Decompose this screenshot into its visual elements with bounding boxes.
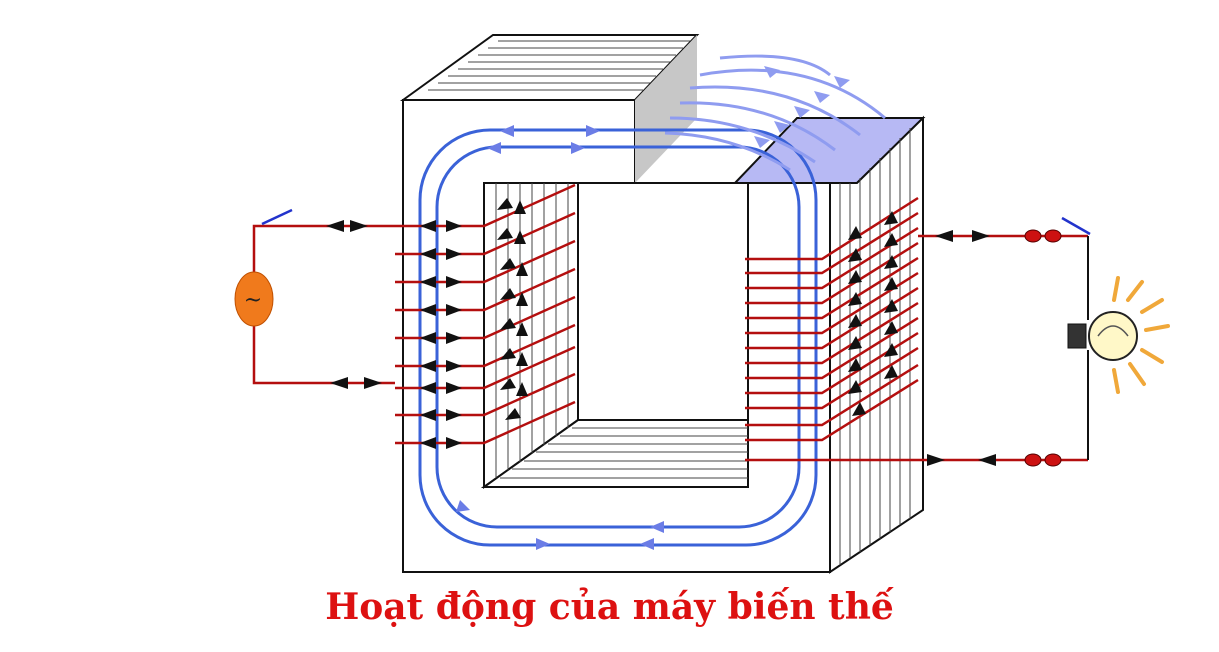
- ac-source-icon: [234, 271, 274, 327]
- primary-circuit-arrows: [326, 220, 382, 389]
- ac-source-symbol: ~: [243, 288, 263, 313]
- secondary-terminals: [1024, 229, 1062, 467]
- leakage-flux: [664, 54, 886, 172]
- flux-arrows: [456, 125, 664, 550]
- core-window-bottom: [480, 419, 749, 488]
- secondary-winding: [745, 196, 1088, 462]
- primary-circuit: [252, 224, 395, 385]
- secondary-current-arrows: [848, 211, 996, 466]
- core-laminations: [428, 40, 911, 565]
- leakage-flux-arrows: [754, 66, 850, 148]
- light-bulb-icon: [1067, 276, 1170, 394]
- secondary-switch-icon: [1061, 216, 1091, 236]
- primary-current-arrows: [420, 198, 528, 449]
- diagram-caption: Hoạt động của máy biến thế: [325, 586, 894, 628]
- switch-icon: [261, 208, 293, 226]
